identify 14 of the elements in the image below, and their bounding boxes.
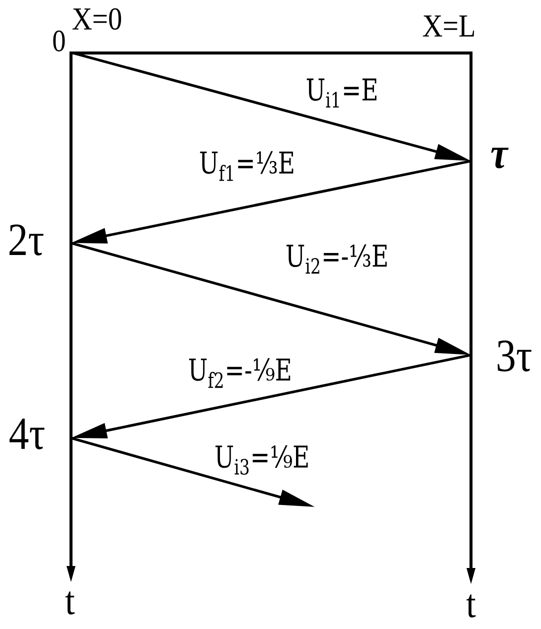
edge-label: U$_{i3}$=⅑E bbox=[215, 445, 308, 475]
edge-label: U$_{i1}$=E bbox=[306, 78, 376, 108]
axis-label: t bbox=[466, 594, 476, 618]
time-label: τ bbox=[491, 148, 509, 168]
edge-label: U$_{f2}$=-⅑E bbox=[189, 358, 290, 388]
edge-label: U$_{i2}$=-⅓E bbox=[286, 244, 387, 274]
axis-label: X=0 bbox=[72, 8, 122, 30]
time-label: 4τ bbox=[10, 418, 44, 450]
axis-label: t bbox=[65, 592, 75, 614]
time-label: 3τ bbox=[498, 340, 532, 372]
time-label: 0 bbox=[53, 30, 65, 52]
axis-label: X=L bbox=[422, 16, 474, 36]
edge-label: U$_{f1}$=⅓E bbox=[200, 151, 294, 181]
time-label: 2τ bbox=[10, 224, 44, 256]
